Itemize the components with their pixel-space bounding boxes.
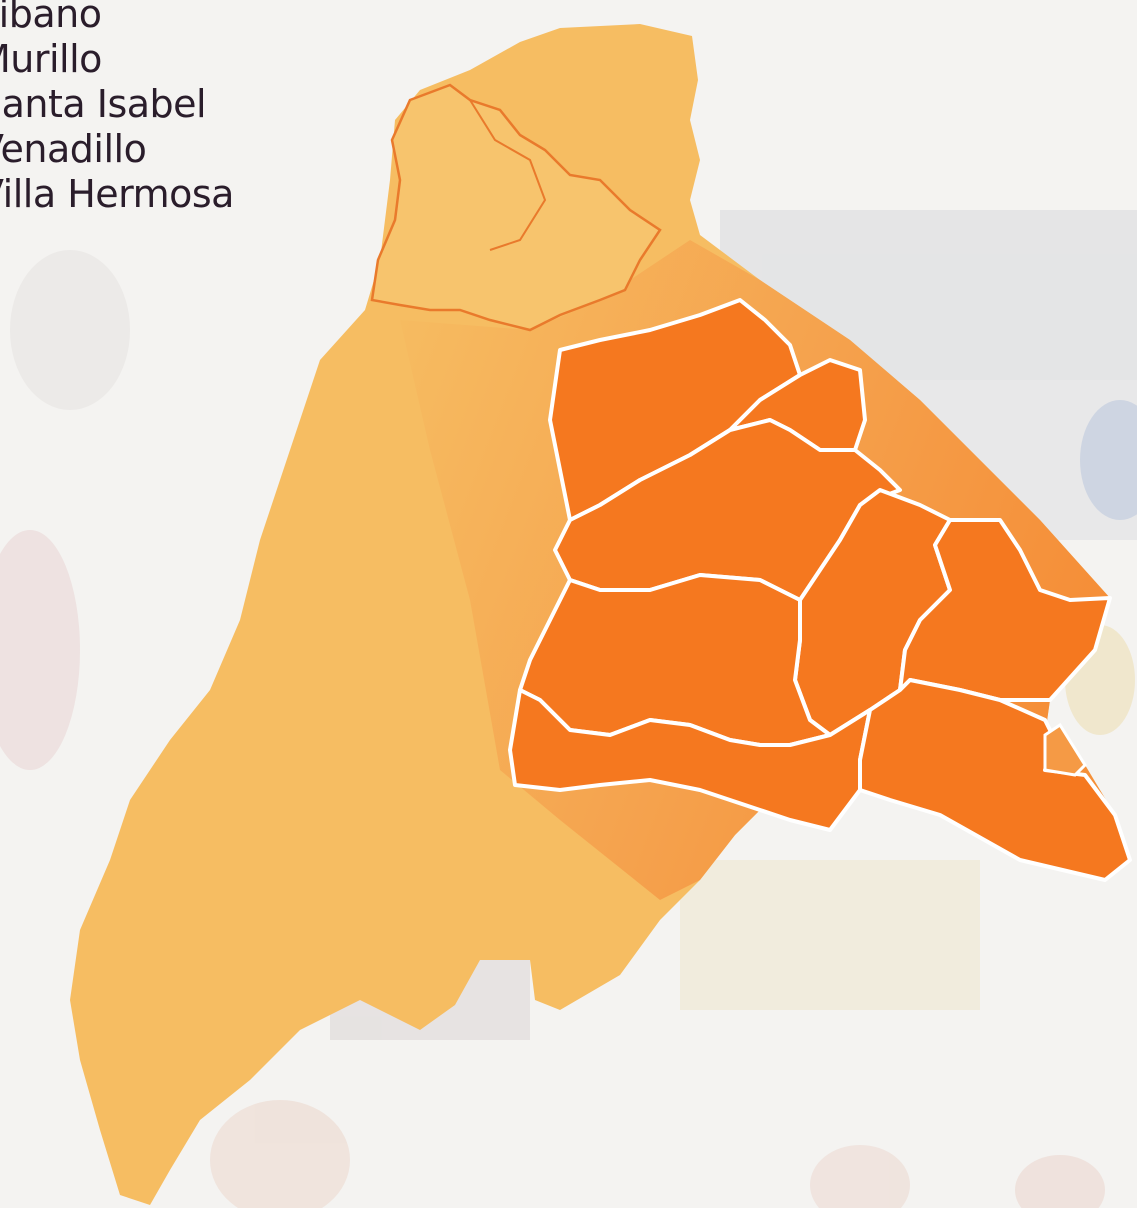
municipality-name: Murillo [0, 37, 102, 81]
municipality-name: Santa Isabel [0, 82, 207, 126]
municipality-shape [858, 678, 1132, 882]
east-pocket [1043, 722, 1087, 777]
north-subregion-divider [469, 99, 547, 251]
municipality-shape [518, 573, 832, 747]
highlighted-region [508, 298, 1132, 882]
north-subregion-outline [370, 83, 662, 332]
municipality-name: Libano [0, 0, 102, 36]
municipality-list: Libano Murillo Santa Isabel Venadillo Vi… [0, 0, 234, 217]
municipality-name: Villa Hermosa [0, 172, 234, 216]
municipality-name: Venadillo [0, 127, 147, 171]
